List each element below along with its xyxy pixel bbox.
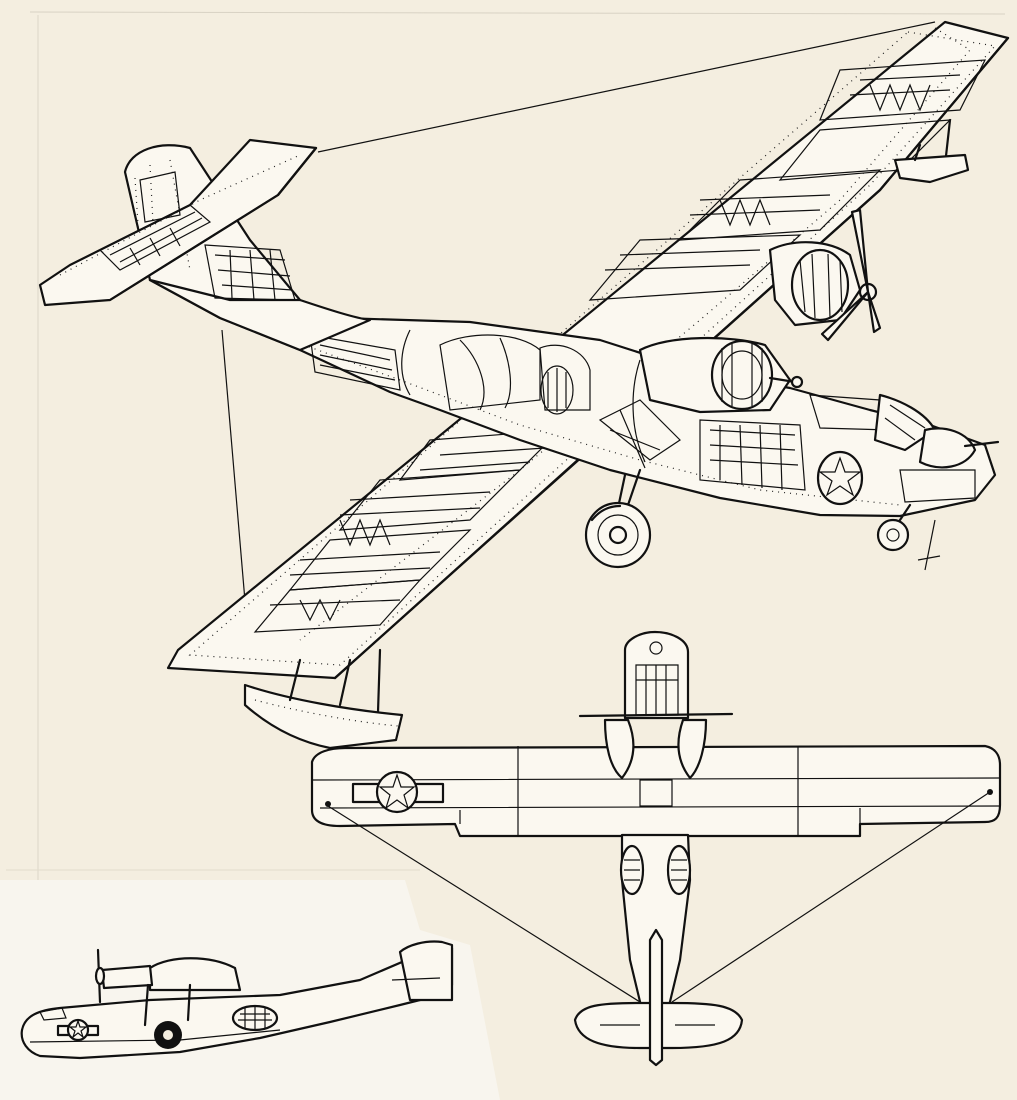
guide-line-top (29, 11, 1006, 15)
fin-internal-structure (204, 244, 296, 301)
cabane-struts (598, 399, 681, 461)
fin-upper-cutaway (139, 171, 181, 223)
hull-insignia-star (816, 450, 864, 506)
bracing-wire-upper (317, 21, 936, 153)
plan-wing (310, 744, 1002, 838)
stabilizer-trailing-edge (108, 146, 318, 302)
wingtip-float-lower (243, 648, 404, 750)
plan-engine-left (603, 718, 635, 780)
plan-fin (648, 928, 664, 1067)
cutaway-perspective-view (38, 20, 1010, 750)
wing-trailing-edge (333, 36, 1010, 680)
propeller-blade-right (866, 290, 882, 334)
side-tailplane (391, 977, 441, 981)
side-pylon (148, 957, 242, 992)
plan-nose-turret (649, 641, 663, 655)
engine-nacelle-inboard (638, 336, 804, 414)
side-profile-view (20, 940, 454, 1060)
main-landing-gear (584, 468, 652, 569)
hull-frame-2 (632, 359, 646, 463)
plan-engine-right (677, 718, 708, 780)
plan-centre-section (639, 779, 673, 807)
side-cockpit-windows (39, 1007, 67, 1021)
hull-rivet-line (229, 317, 901, 506)
plan-wing-panel-lines (459, 746, 861, 836)
wing-internal-structure (253, 59, 987, 633)
hull-frame-1 (401, 329, 411, 396)
side-wing-struts (143, 983, 192, 1027)
wingtip-float-upper (893, 118, 970, 184)
nose-landing-gear (876, 503, 941, 571)
side-engine (100, 964, 154, 990)
cockpit-canopy (873, 393, 937, 452)
fuselage-internal-structure (309, 334, 891, 491)
propeller-blade-top (850, 208, 870, 294)
engine-nacelle-outboard (768, 208, 882, 342)
stabilizer-cutaway (98, 204, 212, 271)
canopy-frames (884, 404, 926, 441)
plan-wing-spar-lines (311, 777, 1001, 809)
side-fin (398, 940, 454, 1002)
plan-view (310, 630, 1002, 1067)
propeller-blade-left (820, 290, 870, 342)
plan-propellers (578, 712, 734, 718)
bow-compartment (899, 469, 976, 503)
plan-wing-insignia (351, 770, 445, 814)
side-insignia (56, 1018, 100, 1042)
plan-bracing-wires (327, 791, 991, 1003)
nose-turret (918, 427, 977, 469)
nose-gun (963, 440, 1000, 448)
fin-rivets (134, 159, 191, 271)
